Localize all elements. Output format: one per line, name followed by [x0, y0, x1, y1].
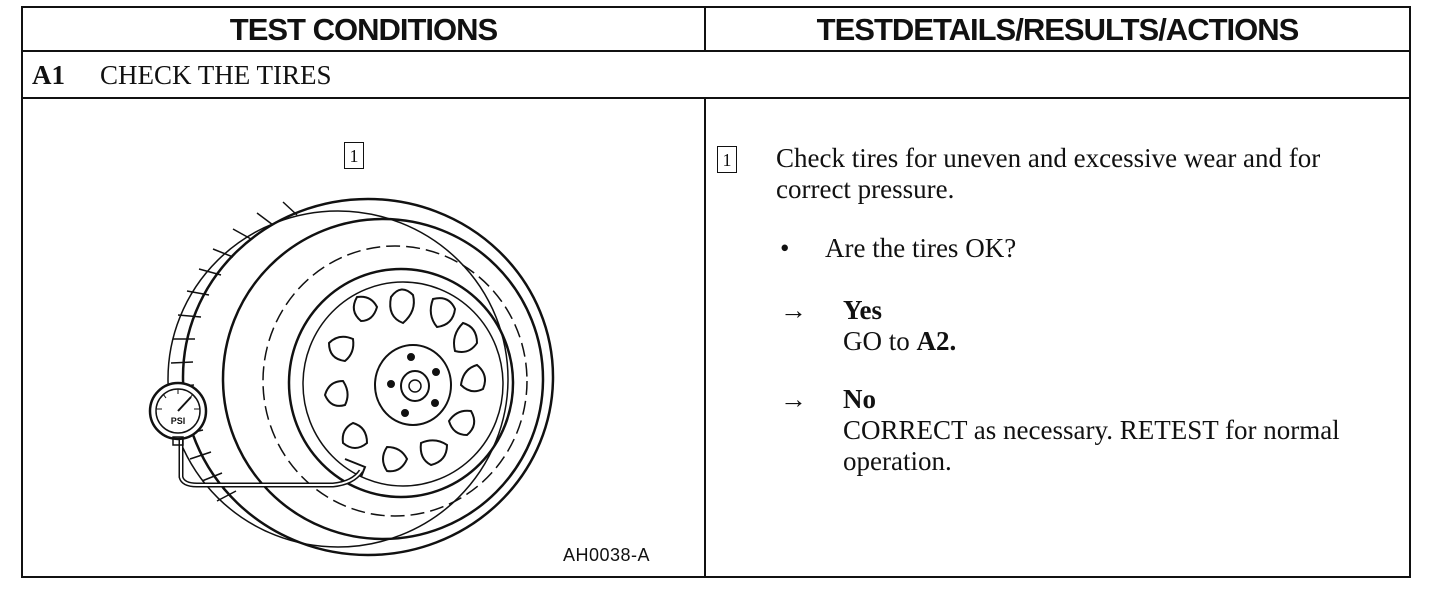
test-table: TEST CONDITIONS TESTDETAILS/RESULTS/ACTI… — [21, 6, 1411, 578]
gauge-psi-label: PSI — [171, 416, 186, 426]
arrow-right-icon: → — [780, 384, 807, 414]
outcome-no-label: No — [843, 384, 876, 414]
header-test-details: TESTDETAILS/RESULTS/ACTIONS — [816, 12, 1300, 47]
question-text: Are the tires OK? — [825, 233, 1017, 263]
outcome-yes-label: Yes — [843, 295, 882, 325]
step-title-row: A1 CHECK THE TIRES — [23, 52, 1409, 99]
outcome-yes-action-target: A2. — [916, 326, 957, 356]
test-conditions-cell: 1 — [23, 99, 706, 576]
step-title: CHECK THE TIRES — [100, 60, 332, 90]
header-test-conditions: TEST CONDITIONS — [23, 8, 706, 50]
instruction-text: Check tires for uneven and excessive wea… — [776, 143, 1321, 204]
test-details-cell: 1 Check tires for uneven and excessive w… — [706, 99, 1409, 576]
table-header-row: TEST CONDITIONS TESTDETAILS/RESULTS/ACTI… — [23, 8, 1409, 52]
figure-callout-box: 1 — [344, 142, 364, 169]
outcome-yes-action-prefix: GO to — [843, 326, 917, 356]
step-id: A1 — [32, 60, 65, 90]
tire-pressure-illustration: PSI — [148, 197, 555, 557]
figure-id: AH0038-A — [563, 545, 651, 565]
bullet-icon: • — [780, 233, 790, 263]
details-callout-box: 1 — [717, 146, 737, 173]
outcome-no-action: CORRECT as necessary. RETEST for normal … — [843, 415, 1340, 476]
arrow-right-icon: → — [780, 295, 807, 325]
outcome-yes-action: GO to A2. — [843, 326, 1383, 357]
step-body-row: 1 — [23, 99, 1409, 576]
